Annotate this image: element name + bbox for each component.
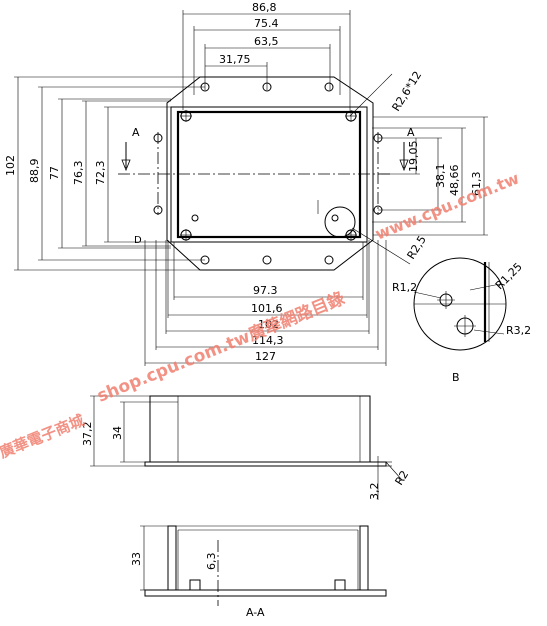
detail-r1-2: R1,2 xyxy=(392,281,417,294)
section-height-33: 33 xyxy=(130,552,143,566)
dim-102: 102 xyxy=(258,318,279,331)
side-height-37-2: 37,2 xyxy=(81,422,94,447)
dim-48-66: 48,66 xyxy=(448,165,461,197)
detail-r3-2: R3,2 xyxy=(506,324,531,337)
side-radius: R2 xyxy=(393,468,412,487)
housing-outer xyxy=(170,106,368,243)
dim-86-8: 86,8 xyxy=(252,1,277,14)
section-marker-right: A xyxy=(407,126,415,139)
dim-114-3: 114,3 xyxy=(252,334,284,347)
watermark-store: 廣華電子商城 xyxy=(0,411,87,461)
dim-127: 127 xyxy=(255,350,276,363)
dim-38-1: 38,1 xyxy=(434,164,447,189)
left-dimensions: 102 88,9 77 76,3 72,3 xyxy=(4,76,205,271)
dim-76-3: 76,3 xyxy=(72,161,85,186)
section-rib-6-3: 6,3 xyxy=(205,553,218,571)
flange-outline xyxy=(166,76,374,271)
bottom-dimensions: 97.3 101,6 102 114,3 127 xyxy=(144,240,387,366)
detail-b-marker xyxy=(324,206,356,238)
radius-2-5: R2,5 xyxy=(405,233,429,261)
lid-thickness: 3,2 xyxy=(368,483,381,501)
dim-61-3: 61,3 xyxy=(470,172,483,197)
dim-88-9: 88,9 xyxy=(28,159,41,184)
dim-72-3: 72,3 xyxy=(94,161,107,186)
side-view: 37,2 34 3,2 R2 xyxy=(81,395,412,501)
dim-97-3: 97.3 xyxy=(253,284,278,297)
dim-102-left: 102 xyxy=(4,155,17,176)
dim-63-5: 63,5 xyxy=(254,35,279,48)
svg-text:D: D xyxy=(134,235,142,246)
top-dimensions: 86,8 75.4 63,5 31,75 xyxy=(182,1,351,110)
dim-77: 77 xyxy=(48,166,61,180)
detail-b-label: B xyxy=(452,371,460,384)
top-view: A A D xyxy=(118,76,415,271)
dim-31-75: 31,75 xyxy=(219,53,251,66)
section-view: 33 6,3 A-A xyxy=(130,525,387,619)
right-dimensions: 19,05 38,1 48,66 61,3 xyxy=(372,116,488,236)
hole-spec: R2,6*12 xyxy=(390,69,425,114)
detail-b: R1,2 R1,25 R3,2 B xyxy=(392,257,531,384)
corner-bosses xyxy=(180,110,357,241)
section-label: A-A xyxy=(246,606,265,619)
detail-r1-25: R1,25 xyxy=(493,260,525,292)
dim-75-4: 75.4 xyxy=(254,17,279,30)
side-height-34: 34 xyxy=(111,426,124,440)
dim-101-6: 101,6 xyxy=(251,302,283,315)
housing-inner xyxy=(176,110,362,239)
section-marker-left: A xyxy=(132,126,140,139)
dim-19-05: 19,05 xyxy=(407,141,420,173)
